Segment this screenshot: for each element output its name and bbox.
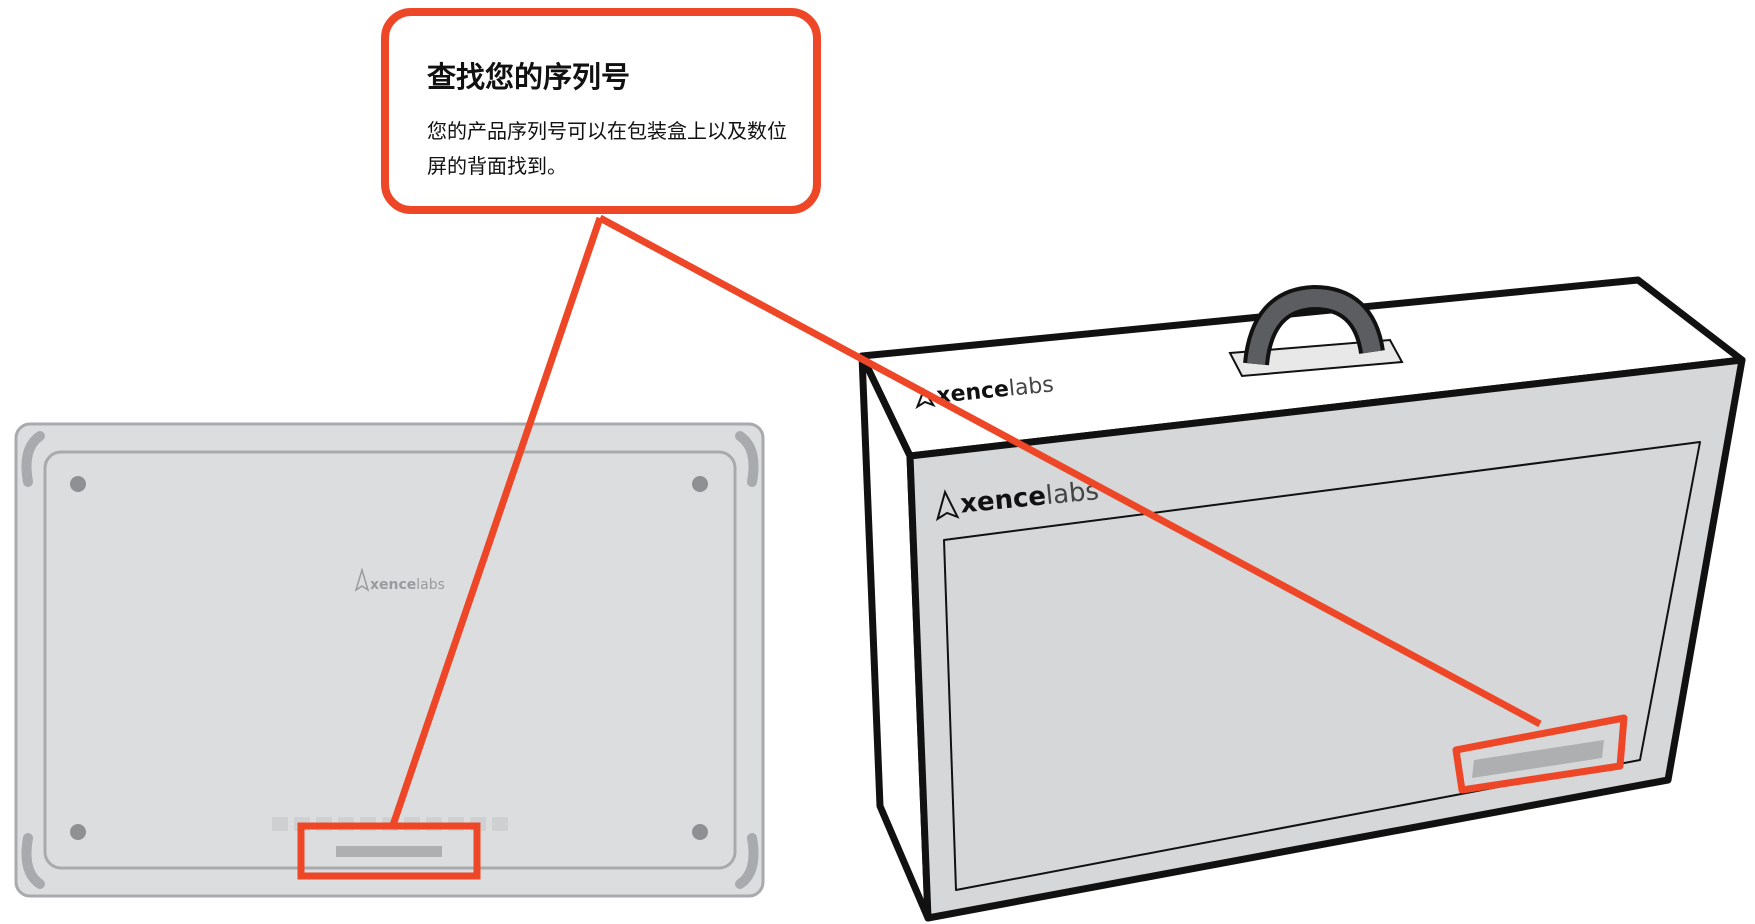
screw-bottom-left xyxy=(70,824,86,840)
xencelabs-logo-icon: xencelabs xyxy=(915,372,1055,410)
logo-small-bold: xence xyxy=(370,577,416,593)
xencelabs-logo-icon: xencelabs xyxy=(935,476,1100,522)
screw-top-left xyxy=(70,476,86,492)
callout-box: 查找您的序列号 您的产品序列号可以在包装盒上以及数位屏的背面找到。 xyxy=(381,8,821,214)
carry-handle-icon xyxy=(1228,284,1404,378)
display-inner-border xyxy=(43,450,737,870)
logo-small-light: labs xyxy=(416,577,445,593)
corner-bumper-top-right xyxy=(735,431,759,487)
svg-text:xencelabs: xencelabs xyxy=(935,372,1055,408)
display-outer-shell xyxy=(14,422,765,898)
corner-bumper-top-left xyxy=(21,431,45,487)
logo-top-light: labs xyxy=(1008,372,1055,401)
corner-bumper-bottom-left xyxy=(21,833,45,889)
box-serial-label xyxy=(1472,740,1604,778)
box-serial-highlight xyxy=(1452,714,1628,794)
callout-body: 您的产品序列号可以在包装盒上以及数位屏的背面找到。 xyxy=(427,119,787,178)
box-front-panel xyxy=(943,441,1701,891)
packaging-box: xencelabs xencelabs xyxy=(858,276,1746,922)
screw-bottom-right xyxy=(692,824,708,840)
corner-bumper-bottom-right xyxy=(735,833,759,889)
pointer-line-to-box xyxy=(598,214,1542,728)
screw-top-right xyxy=(692,476,708,492)
box-front-face xyxy=(906,356,1746,922)
display-serial-label xyxy=(336,846,442,857)
xencelabs-logo-icon: xencelabs xyxy=(354,567,445,593)
svg-text:xencelabs: xencelabs xyxy=(370,577,445,593)
pointer-line-to-display xyxy=(388,216,604,830)
svg-text:xencelabs: xencelabs xyxy=(959,476,1100,519)
callout-title: 查找您的序列号 xyxy=(427,60,631,94)
